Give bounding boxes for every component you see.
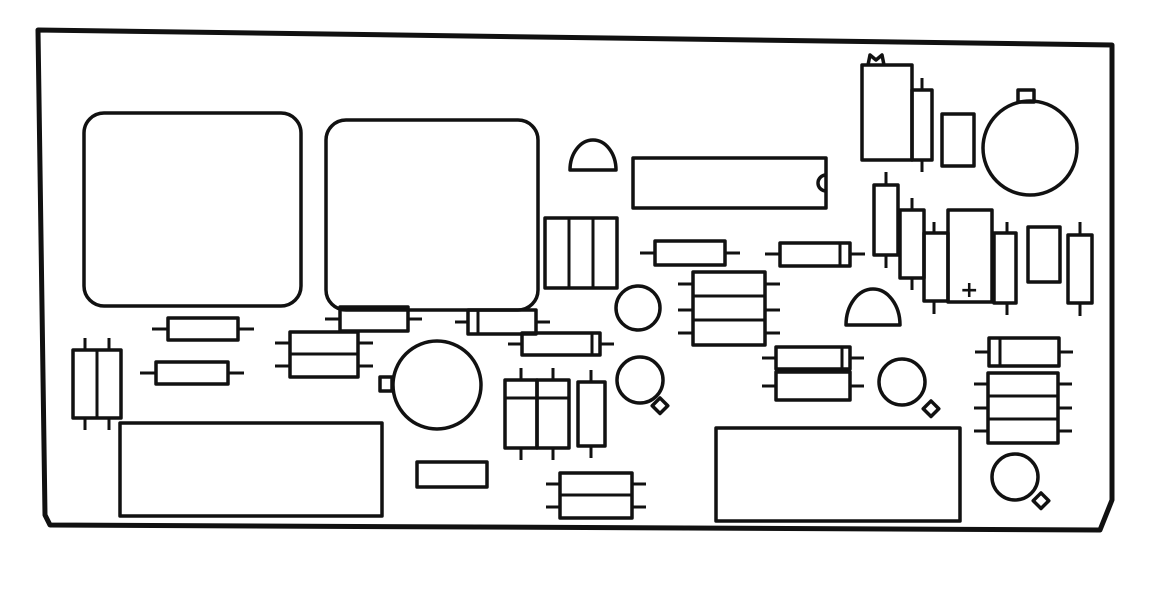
ic-dip	[631, 156, 828, 210]
small-component	[415, 460, 489, 489]
capacitor	[940, 112, 976, 168]
resistor-stack	[678, 270, 780, 347]
trimmer-with-tab	[615, 355, 670, 416]
resistor	[640, 239, 740, 267]
resistor-vertical	[872, 172, 900, 268]
resistor-pair-vertical	[71, 338, 123, 430]
resistor	[325, 305, 422, 333]
resistor-stack	[546, 471, 646, 520]
resistor	[152, 316, 254, 342]
electrolytic-capacitor: +	[946, 208, 994, 304]
resistor	[140, 360, 244, 386]
resistor-stack	[275, 330, 373, 379]
transistor-2	[844, 287, 902, 327]
trimmer-with-tab	[990, 452, 1051, 511]
resistor	[765, 241, 865, 268]
resistor	[455, 308, 550, 336]
potentiometer	[378, 339, 483, 431]
potentiometer	[981, 88, 1079, 197]
trimmer-with-tab	[877, 357, 941, 419]
capacitor	[860, 53, 914, 162]
polarity-mark: +	[960, 278, 978, 303]
resistor-vertical	[898, 198, 926, 290]
resistor-vertical	[992, 222, 1018, 315]
module-block-right	[714, 426, 962, 523]
trimmer-1	[614, 284, 662, 332]
resistor-vertical	[1066, 222, 1094, 316]
resistor	[762, 345, 864, 371]
capacitor-bank	[543, 216, 619, 290]
module-block-left	[118, 421, 384, 518]
resistor-vertical	[910, 78, 934, 172]
transistor-1	[568, 138, 618, 172]
board-outline	[35, 27, 1115, 533]
relay-2	[324, 118, 540, 312]
resistor	[508, 331, 614, 357]
resistor-vertical-group	[503, 368, 607, 460]
resistor-vertical	[922, 222, 950, 314]
resistor-stack	[974, 371, 1072, 445]
resistor	[975, 336, 1073, 368]
capacitor	[1026, 225, 1062, 284]
resistor	[762, 370, 864, 402]
relay-1	[82, 111, 303, 308]
